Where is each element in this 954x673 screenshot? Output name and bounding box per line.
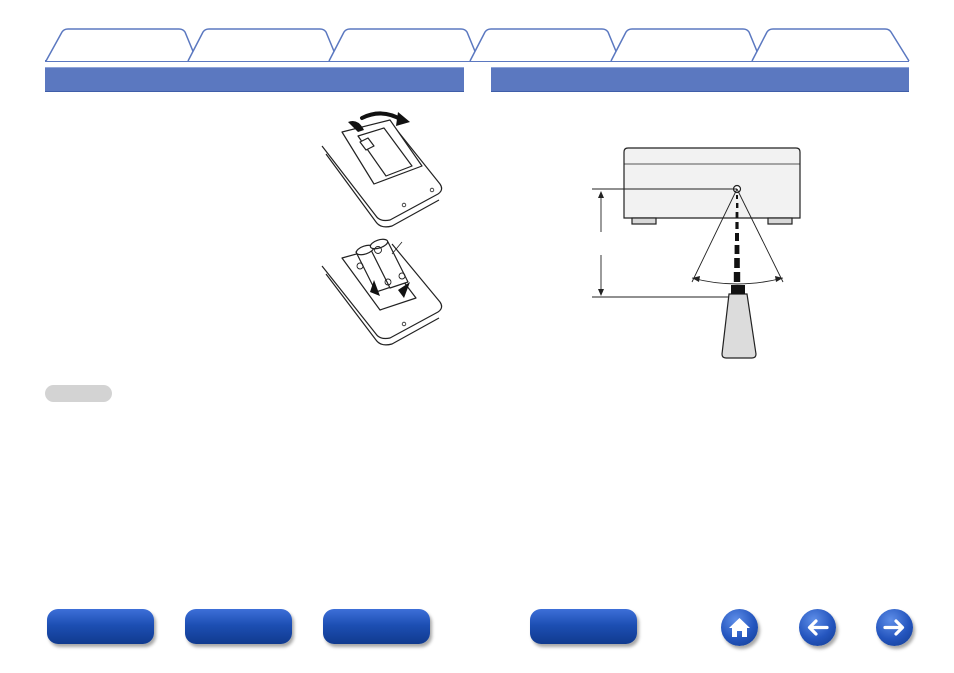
note-badge (45, 385, 112, 402)
tab-2[interactable] (187, 28, 339, 62)
tab-6[interactable] (751, 28, 910, 62)
tab-4[interactable] (469, 28, 621, 62)
tab-3[interactable] (328, 28, 480, 62)
forward-button[interactable] (876, 609, 913, 646)
home-button[interactable] (721, 609, 758, 646)
nav-button-4[interactable] (530, 609, 637, 644)
nav-button-3[interactable] (323, 609, 430, 644)
back-arrow-icon (807, 619, 829, 636)
home-icon (729, 618, 750, 637)
nav-button-2[interactable] (185, 609, 292, 644)
remote-operating-range-diagram (592, 147, 801, 359)
forward-arrow-icon (883, 619, 905, 636)
tab-5[interactable] (610, 28, 762, 62)
section-header-left (45, 67, 464, 92)
battery-insertion-illustration (321, 238, 443, 346)
tab-strip (45, 28, 910, 62)
nav-button-1[interactable] (47, 609, 154, 644)
tab-1[interactable] (45, 28, 198, 62)
section-header-right (491, 67, 909, 92)
back-button[interactable] (799, 609, 836, 646)
remote-cover-removal-illustration (321, 111, 443, 228)
